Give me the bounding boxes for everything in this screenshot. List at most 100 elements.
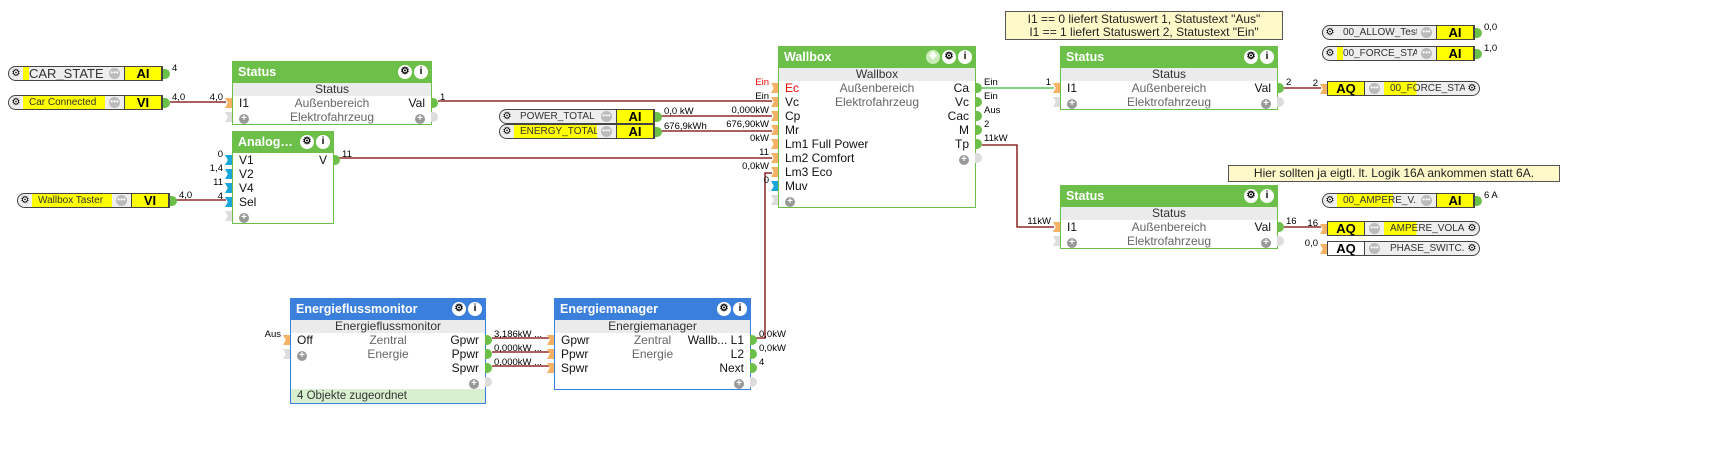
output-connector[interactable] — [485, 377, 492, 387]
plus-icon[interactable]: + — [1067, 99, 1077, 109]
output-connector[interactable] — [975, 139, 982, 149]
info-icon[interactable]: i — [414, 65, 428, 79]
gear-icon[interactable]: ⚙ — [1244, 50, 1258, 64]
input-connector[interactable] — [771, 125, 778, 135]
output-connector[interactable] — [431, 112, 438, 122]
input-connector[interactable] — [771, 181, 778, 191]
add-connector-icon[interactable]: + — [1067, 95, 1077, 109]
info-icon[interactable]: i — [958, 50, 972, 64]
block-header[interactable]: Wallbox✥⚙i — [779, 47, 975, 68]
input-connector[interactable] — [1053, 222, 1060, 232]
more-icon[interactable]: ••• — [1421, 27, 1432, 38]
input-connector[interactable] — [547, 335, 554, 345]
comment-note[interactable]: I1 == 0 liefert Statuswert 1, Statustext… — [1005, 11, 1283, 40]
comment-note[interactable]: Hier sollten ja eigtl. lt. Logik 16A ank… — [1228, 165, 1560, 182]
add-connector-icon[interactable]: + — [959, 151, 969, 165]
add-connector-icon[interactable]: + — [469, 375, 479, 389]
output-connector[interactable] — [975, 125, 982, 135]
input-connector[interactable] — [547, 363, 554, 373]
more-icon[interactable]: ••• — [1421, 195, 1432, 206]
block-header[interactable]: Status⚙i — [1061, 186, 1277, 207]
move-icon[interactable]: ✥ — [926, 50, 940, 64]
block-header[interactable]: Analog…⚙i — [233, 132, 333, 153]
gear-icon[interactable]: ⚙ — [1244, 189, 1258, 203]
input-connector[interactable] — [283, 349, 290, 359]
info-icon[interactable]: i — [1260, 189, 1274, 203]
io-object-aq[interactable]: AQ•••AMPERE_VOLA...⚙16 — [1307, 218, 1480, 236]
plus-icon[interactable]: + — [1261, 238, 1271, 248]
output-connector[interactable] — [1277, 222, 1284, 232]
plus-icon[interactable]: + — [297, 351, 307, 361]
output-connector[interactable] — [750, 377, 757, 387]
input-connector[interactable] — [225, 183, 232, 193]
gear-icon[interactable]: ⚙ — [717, 302, 731, 316]
input-connector[interactable] — [547, 349, 554, 359]
input-connector[interactable] — [1320, 84, 1327, 94]
plus-icon[interactable]: + — [239, 213, 249, 223]
output-connector[interactable] — [485, 349, 492, 359]
input-connector[interactable] — [225, 169, 232, 179]
output-connector[interactable] — [485, 363, 492, 373]
input-connector[interactable] — [1320, 224, 1327, 234]
connection-wire[interactable] — [756, 172, 772, 339]
io-object-aq[interactable]: AQ•••PHASE_SWITC...⚙0,0 — [1305, 238, 1480, 256]
add-connector-icon[interactable]: + — [1067, 234, 1077, 248]
input-connector[interactable] — [1053, 97, 1060, 107]
more-icon[interactable]: ••• — [1369, 243, 1380, 254]
info-icon[interactable]: i — [1260, 50, 1274, 64]
gear-icon[interactable]: ⚙ — [1325, 195, 1335, 206]
output-connector[interactable] — [1475, 49, 1482, 59]
more-icon[interactable]: ••• — [601, 111, 612, 122]
plus-icon[interactable]: + — [1067, 238, 1077, 248]
block-header[interactable]: Energieflussmonitor⚙i — [291, 299, 485, 320]
input-connector[interactable] — [225, 98, 232, 108]
add-connector-icon[interactable]: + — [785, 193, 795, 207]
gear-icon[interactable]: ⚙ — [20, 195, 30, 206]
input-connector[interactable] — [771, 167, 778, 177]
more-icon[interactable]: ••• — [109, 68, 120, 79]
input-connector[interactable] — [1053, 83, 1060, 93]
gear-icon[interactable]: ⚙ — [11, 68, 21, 79]
output-connector[interactable] — [163, 98, 170, 108]
plus-icon[interactable]: + — [785, 197, 795, 207]
more-icon[interactable]: ••• — [1369, 83, 1380, 94]
output-connector[interactable] — [1277, 97, 1284, 107]
io-object-aq[interactable]: AQ•••00_FORCE_STA...⚙2 — [1313, 78, 1480, 96]
add-connector-icon[interactable]: + — [239, 209, 249, 223]
output-connector[interactable] — [163, 69, 170, 79]
output-connector[interactable] — [1475, 196, 1482, 206]
more-icon[interactable]: ••• — [109, 97, 120, 108]
add-connector-icon[interactable]: + — [1261, 234, 1271, 248]
gear-icon[interactable]: ⚙ — [1467, 83, 1477, 94]
add-connector-icon[interactable]: + — [239, 110, 249, 124]
info-icon[interactable]: i — [733, 302, 747, 316]
plus-icon[interactable]: + — [469, 379, 479, 389]
gear-icon[interactable]: ⚙ — [1325, 48, 1335, 59]
output-connector[interactable] — [1277, 83, 1284, 93]
gear-icon[interactable]: ⚙ — [1467, 243, 1477, 254]
input-connector[interactable] — [771, 195, 778, 205]
connection-wire[interactable] — [982, 144, 1054, 228]
output-connector[interactable] — [975, 97, 982, 107]
input-connector[interactable] — [283, 335, 290, 345]
block-header[interactable]: Energiemanager⚙i — [555, 299, 750, 320]
input-connector[interactable] — [1320, 244, 1327, 254]
plus-icon[interactable]: + — [959, 155, 969, 165]
gear-icon[interactable]: ⚙ — [300, 135, 314, 149]
block-header[interactable]: Status⚙i — [1061, 47, 1277, 68]
gear-icon[interactable]: ⚙ — [1467, 223, 1477, 234]
more-icon[interactable]: ••• — [1369, 223, 1380, 234]
input-connector[interactable] — [1053, 236, 1060, 246]
output-connector[interactable] — [1475, 28, 1482, 38]
output-connector[interactable] — [975, 111, 982, 121]
gear-icon[interactable]: ⚙ — [452, 302, 466, 316]
plus-icon[interactable]: + — [415, 114, 425, 124]
plus-icon[interactable]: + — [1261, 99, 1271, 109]
